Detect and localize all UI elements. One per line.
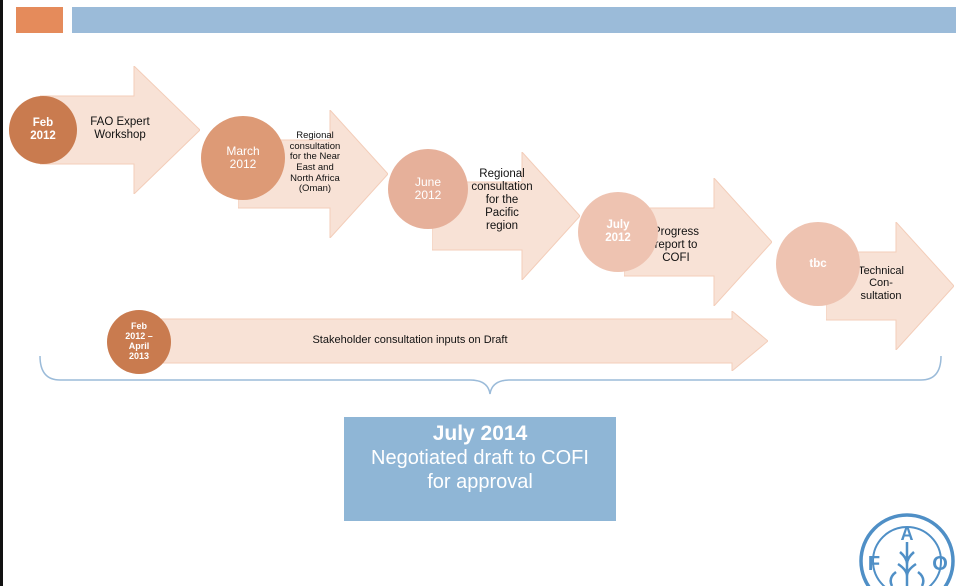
header-accent-blue <box>72 7 956 33</box>
final-milestone-callout: July 2014 Negotiated draft to COFI for a… <box>344 417 616 521</box>
timeline-arrow-1 <box>40 66 200 194</box>
step-date-circle-5: tbc <box>776 222 860 306</box>
stakeholder-arrow <box>142 311 768 371</box>
step-date-5: tbc <box>809 257 827 270</box>
stakeholder-label: Stakeholder consultation inputs on Draft <box>312 334 508 346</box>
step-label-1: FAO Expert Workshop <box>90 116 150 141</box>
step-date-circle-2: March 2012 <box>201 116 285 200</box>
callout-box <box>344 417 616 521</box>
svg-text:O: O <box>932 553 948 575</box>
svg-text:A: A <box>901 524 914 544</box>
step-date-circle-4: July 2012 <box>578 192 658 272</box>
callout-title: July 2014 <box>432 422 528 445</box>
step-label-3: Regional consultation for the Pacific re… <box>471 168 533 232</box>
callout-body: Negotiated draft to COFI for approval <box>371 447 589 493</box>
timeline-arrow-3 <box>432 152 580 280</box>
step-label-4: Progress report to COFI <box>652 226 700 264</box>
step-date-2: March 2012 <box>226 143 260 171</box>
stakeholder-date-circle: Feb 2012 – April 2013 <box>107 310 171 374</box>
header-accent-orange <box>16 7 63 33</box>
step-date-circle-3: June 2012 <box>388 149 468 229</box>
slide-left-border <box>0 0 3 586</box>
step-label-2: Regional consultation for the Near East … <box>289 130 341 195</box>
step-date-1: Feb 2012 <box>30 117 56 142</box>
step-date-3: June 2012 <box>414 174 442 202</box>
step-label-5: Technical Con- sultation <box>858 265 904 302</box>
fao-logo: A F O FIAT PANIS <box>858 512 956 586</box>
timeline-bracket <box>39 356 942 395</box>
step-date-4: July 2012 <box>605 219 631 244</box>
svg-text:F: F <box>868 553 880 575</box>
step-date-circle-1: Feb 2012 <box>9 96 77 164</box>
stakeholder-date: Feb 2012 – April 2013 <box>125 321 153 361</box>
timeline-arrow-4 <box>624 178 772 306</box>
